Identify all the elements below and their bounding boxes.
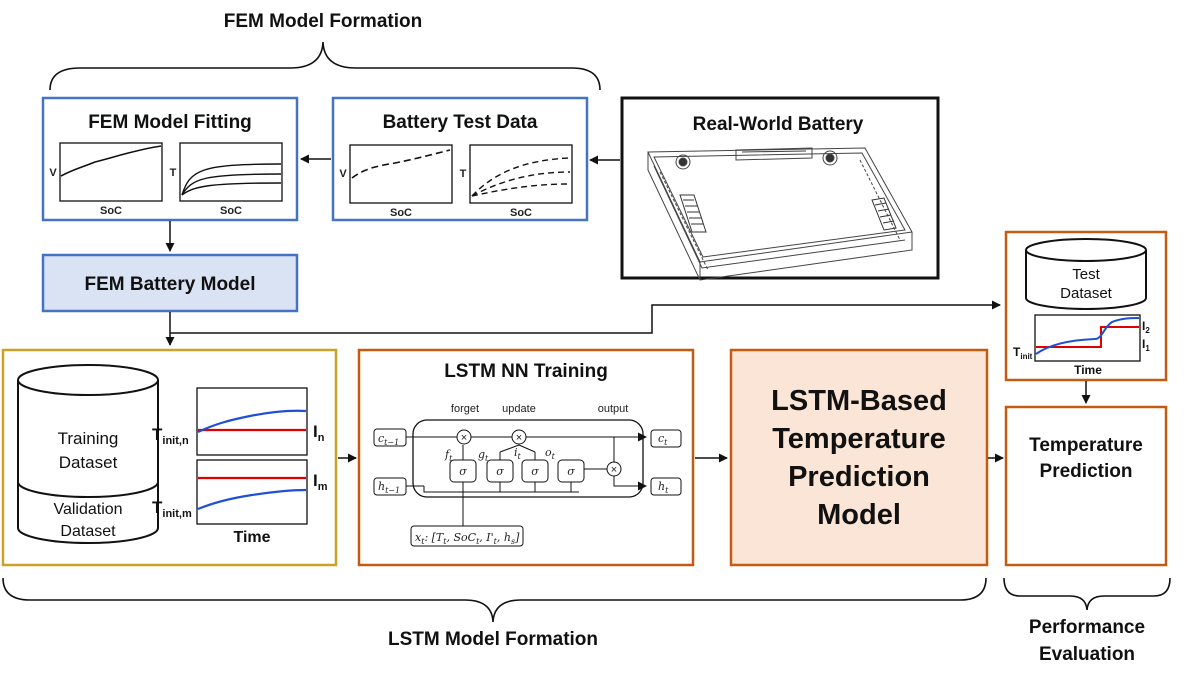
test-time-label: Time: [1074, 363, 1102, 377]
dataset-cylinder: [17, 364, 159, 544]
real-world-title: Real-World Battery: [693, 114, 864, 135]
output-multiply-node: ×: [611, 464, 617, 476]
update-label: update: [502, 403, 536, 415]
lstm-cell-diagram: forget update output ct−1 ht−1 ct ht × ×…: [373, 403, 682, 547]
temperature-prediction-box: Temperature Prediction: [1004, 405, 1168, 567]
temp-pred-line1: Temperature: [1029, 435, 1143, 456]
lstm-model-line3: Prediction: [788, 461, 930, 493]
temp-pred-line2: Prediction: [1040, 461, 1133, 482]
c-t-label: ct: [658, 432, 668, 447]
performance-label: Performance: [1029, 617, 1145, 638]
test-dataset-box: Test Dataset Tinit I2 I1 Time: [1004, 230, 1168, 382]
fem-fit-temp-plot: [179, 142, 283, 202]
training-plot-n: [196, 387, 308, 456]
fem-fit-voltage-plot: [59, 142, 163, 202]
h-prev-label: ht−1: [378, 480, 400, 495]
validation-label: Validation: [53, 501, 122, 518]
input-vector-label: xt: [Tt, SoCt, I't, hs]: [415, 531, 520, 546]
fem-model-title: FEM Battery Model: [84, 274, 255, 295]
fem-fit-soc-label-2: SoC: [220, 205, 242, 217]
battery-test-title: Battery Test Data: [383, 112, 538, 133]
forget-gate-sigma: σ: [459, 465, 467, 478]
test-v-label: V: [339, 168, 347, 180]
f-t-label: ft: [444, 448, 453, 463]
update-multiply-node: ×: [516, 432, 522, 444]
training-dataset-label: Dataset: [59, 453, 118, 472]
arrow-model-to-test: [170, 300, 1001, 334]
lstm-prediction-model-box: LSTM-Based Temperature Prediction Model: [729, 348, 989, 567]
lstm-formation-label: LSTM Model Formation: [388, 629, 598, 650]
fem-fit-v-label: V: [49, 167, 57, 179]
forget-label: forget: [451, 403, 479, 415]
test-i1-label: I1: [1142, 337, 1150, 353]
o-t-label: ot: [545, 446, 556, 461]
test-dataset-label: Dataset: [1060, 285, 1113, 302]
i-t-label: it: [514, 446, 522, 461]
lstm-nn-training-box: LSTM NN Training forget update output ct…: [357, 348, 695, 567]
validation-dataset-label: Dataset: [60, 523, 116, 540]
training-time-label: Time: [233, 529, 270, 546]
lstm-model-line4: Model: [817, 499, 901, 531]
training-label: Training: [58, 429, 119, 448]
fem-battery-model-box: FEM Battery Model: [41, 253, 299, 313]
input-gate-sigma: σ: [531, 465, 539, 478]
test-soc-label-2: SoC: [510, 207, 532, 219]
fem-fit-soc-label-1: SoC: [100, 205, 122, 217]
test-soc-label-1: SoC: [390, 207, 412, 219]
g-t-label: gt: [478, 448, 489, 463]
test-label: Test: [1072, 266, 1100, 283]
output-label: output: [598, 403, 629, 415]
i-n-label: In: [313, 422, 325, 444]
training-plot-m: [196, 459, 308, 525]
test-temp-plot: [469, 144, 573, 204]
fem-fit-t-label: T: [170, 167, 177, 179]
lstm-model-line1: LSTM-Based: [771, 385, 947, 417]
lstm-model-line2: Temperature: [772, 423, 946, 455]
battery-pack-drawing: [647, 147, 913, 281]
test-plot: [1034, 314, 1141, 362]
lstm-formation-brace: [2, 577, 987, 623]
t-init-n-label: Tinit,n: [152, 425, 189, 447]
fem-formation-brace: [49, 41, 601, 91]
fem-formation-label: FEM Model Formation: [224, 11, 422, 32]
battery-test-data-box: Battery Test Data V SoC T SoC: [331, 96, 589, 222]
evaluation-label: Evaluation: [1039, 644, 1135, 665]
test-cylinder: [1025, 238, 1147, 310]
h-t-label: ht: [658, 480, 669, 495]
real-world-battery-box: Real-World Battery: [620, 96, 940, 281]
test-i2-label: I2: [1142, 319, 1150, 335]
g-gate-sigma: σ: [496, 465, 504, 478]
test-t-label: T: [460, 168, 467, 180]
output-gate-sigma: σ: [567, 465, 575, 478]
lstm-training-title: LSTM NN Training: [444, 361, 608, 382]
i-m-label: Im: [313, 471, 328, 493]
fem-fitting-title: FEM Model Fitting: [88, 112, 252, 133]
test-t-init-label: Tinit: [1013, 345, 1033, 361]
performance-brace: [1003, 577, 1171, 611]
c-prev-label: ct−1: [378, 432, 399, 447]
fem-model-fitting-box: FEM Model Fitting V SoC T SoC: [41, 96, 299, 222]
test-voltage-plot: [349, 144, 453, 204]
t-init-m-label: Tinit,m: [152, 498, 192, 520]
training-dataset-box: Training Dataset Validation Dataset Tini…: [1, 348, 338, 567]
forget-multiply-node: ×: [461, 432, 467, 444]
